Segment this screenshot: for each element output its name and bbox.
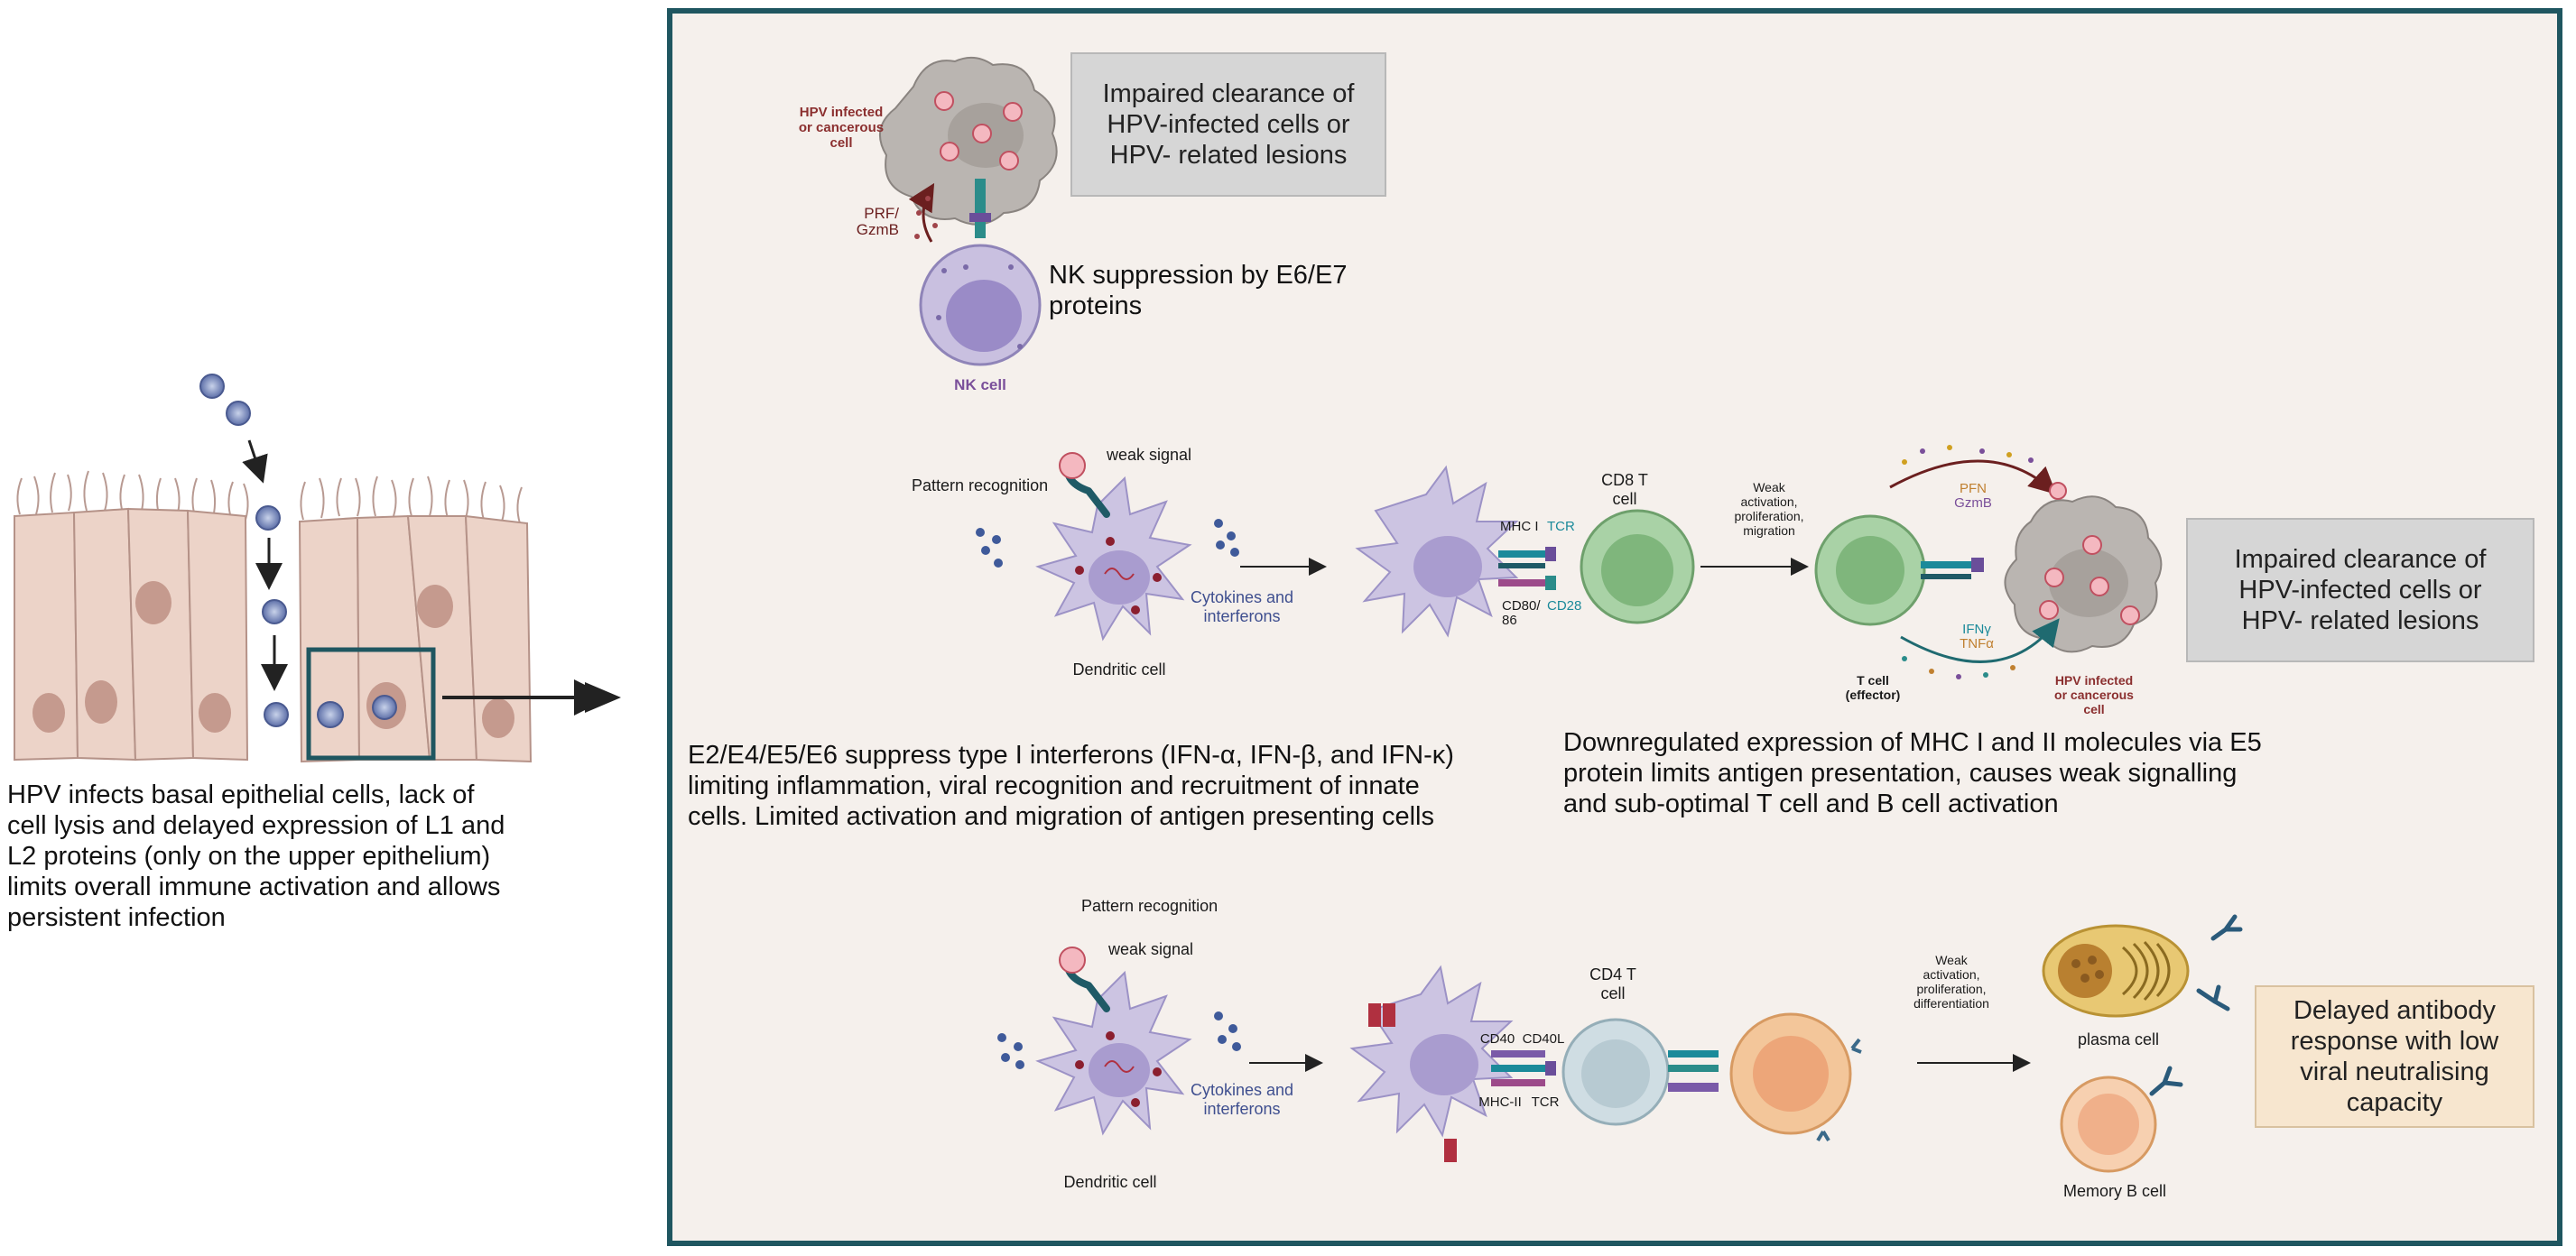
- delayed-antibody-box: Delayed antibody response with low viral…: [2255, 985, 2534, 1128]
- mhc2-label: MHC-II: [1478, 1094, 1522, 1110]
- hpv-virus-icon: [199, 374, 289, 727]
- nk-section: [879, 56, 1058, 366]
- memory-b-cell-label: Memory B cell: [2062, 1182, 2167, 1200]
- cd40-label: CD40: [1479, 1031, 1515, 1047]
- weak-signal-label: weak signal: [1107, 446, 1192, 464]
- plasma-cell-label: plasma cell: [2077, 1030, 2160, 1048]
- impaired-clearance-box-right: Impaired clearance of HPV-infected cells…: [2186, 518, 2534, 662]
- weak-activation-label-2: Weak activation, proliferation, differen…: [1913, 953, 1989, 1011]
- nk-target-label: HPV infected or cancerous cell: [798, 105, 885, 151]
- cd80-label: CD80/ 86: [1502, 598, 1541, 628]
- cytokine-dots: [976, 519, 1239, 568]
- mhc1-label: MHC I: [1500, 519, 1539, 534]
- prf-gzmb-label: PRF/ GzmB: [856, 205, 899, 238]
- epithelium-left: [14, 374, 621, 763]
- pfn-label: PFN: [1960, 481, 1987, 496]
- cytokines-label: Cytokines and interferons: [1190, 588, 1294, 625]
- dendritic-cell-label-2: Dendritic cell: [1063, 1173, 1157, 1191]
- row2-section: [976, 445, 2163, 679]
- dendritic-cell-label: Dendritic cell: [1072, 660, 1166, 679]
- ifng-label: IFNγ: [1962, 622, 1991, 637]
- hpv-cell-label: HPV infected or cancerous cell: [2054, 673, 2134, 716]
- cd8-label: CD8 T cell: [1601, 471, 1648, 508]
- gzmb-label: GzmB: [1954, 495, 1992, 511]
- weak-signal-label-2: weak signal: [1108, 940, 1194, 958]
- impaired-clearance-box-top: Impaired clearance of HPV-infected cells…: [1070, 52, 1386, 197]
- tcr-label-2: TCR: [1531, 1094, 1560, 1110]
- cd28-label: CD28: [1547, 598, 1582, 614]
- cd40l-label: CD40L: [1522, 1031, 1565, 1047]
- cd4-label: CD4 T cell: [1589, 965, 1636, 1002]
- cytokines-label-2: Cytokines and interferons: [1190, 1081, 1294, 1118]
- pattern-recognition-label-2: Pattern recognition: [1081, 897, 1219, 915]
- mhc-downregulation-text: Downregulated expression of MHC I and II…: [1563, 728, 2262, 818]
- nk-suppression-text: NK suppression by E6/E7 proteins: [1049, 261, 1348, 320]
- nk-cell-label: NK cell: [954, 376, 1006, 393]
- tnfa-label: TNFα: [1960, 636, 1994, 651]
- inset-highlight-box: [306, 647, 436, 761]
- antibody-icon: [2196, 914, 2243, 1011]
- row3-section: [997, 914, 2243, 1173]
- left-caption: HPV infects basal epithelial cells, lack…: [7, 780, 505, 932]
- interferon-suppression-text: E2/E4/E5/E6 suppress type I interferons …: [688, 741, 1454, 831]
- weak-activation-label: Weak activation, proliferation, migratio…: [1734, 480, 1804, 538]
- pattern-recognition-label: Pattern recognition: [912, 476, 1049, 494]
- t-effector-label: T cell (effector): [1845, 673, 1901, 702]
- tcr-label: TCR: [1547, 519, 1575, 534]
